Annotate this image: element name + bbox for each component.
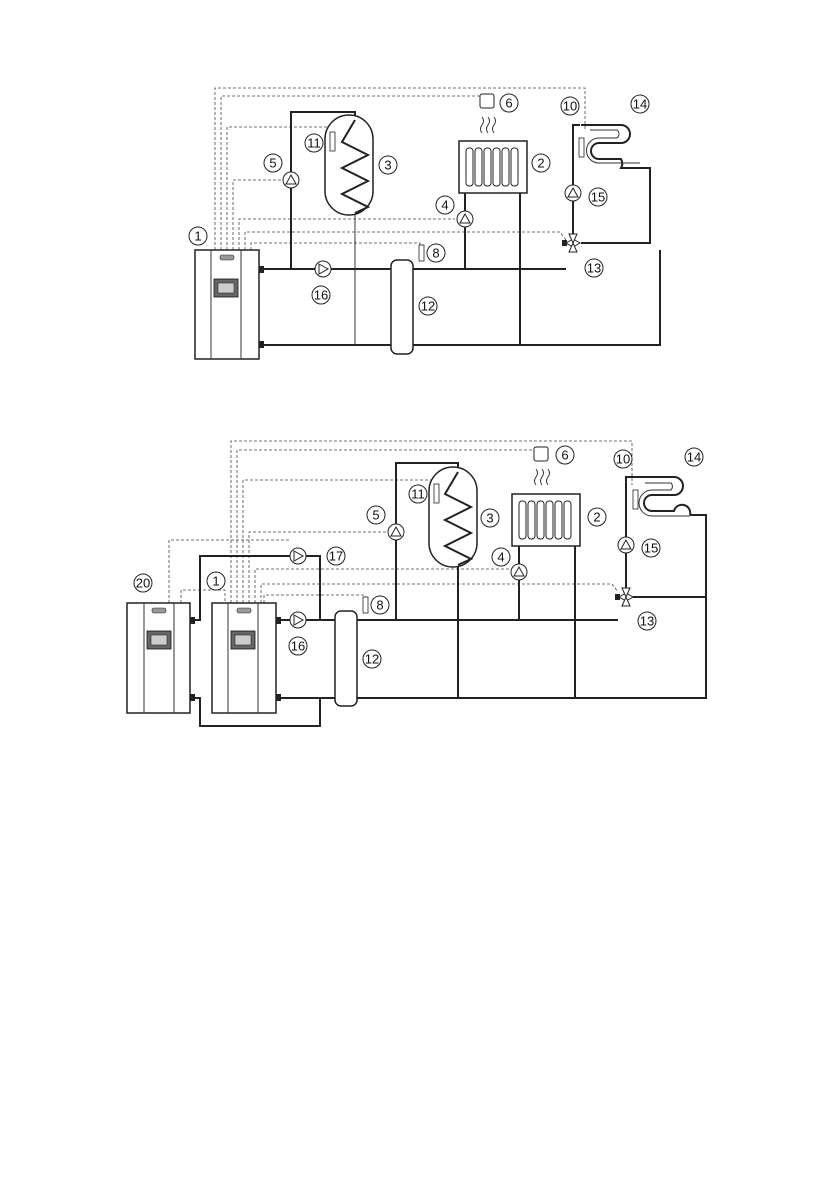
svg-text:1: 1 bbox=[212, 574, 219, 589]
hydraulic-separator bbox=[334, 610, 358, 707]
hydraulic-separator bbox=[390, 259, 414, 355]
svg-text:8: 8 bbox=[432, 246, 439, 261]
label-11: 11 bbox=[304, 133, 324, 153]
label-1: 1 bbox=[188, 226, 208, 246]
svg-text:10: 10 bbox=[616, 452, 630, 467]
label-2: 2 bbox=[531, 153, 551, 173]
label-15: 15 bbox=[641, 538, 661, 558]
label-14: 14 bbox=[630, 94, 650, 114]
pump-icon bbox=[456, 210, 474, 228]
label-17: 17 bbox=[326, 546, 346, 566]
svg-text:11: 11 bbox=[411, 487, 425, 502]
svg-text:17: 17 bbox=[329, 549, 343, 564]
outdoor-sensor-icon bbox=[533, 446, 549, 462]
svg-text:12: 12 bbox=[365, 652, 379, 667]
label-16: 16 bbox=[288, 636, 308, 656]
label-5: 5 bbox=[366, 505, 386, 525]
second-boiler bbox=[126, 602, 195, 714]
flow-sensor-icon bbox=[362, 596, 369, 614]
diagram-1: 1 2 3 4 5 6 8 10 11 12 13 14 15 16 bbox=[188, 87, 661, 360]
svg-text:16: 16 bbox=[314, 288, 328, 303]
svg-text:5: 5 bbox=[269, 156, 276, 171]
svg-text:20: 20 bbox=[136, 576, 150, 591]
label-5: 5 bbox=[263, 153, 283, 173]
svg-text:15: 15 bbox=[591, 190, 605, 205]
outdoor-sensor-icon bbox=[479, 93, 495, 109]
svg-text:4: 4 bbox=[441, 198, 448, 213]
pump-icon bbox=[282, 171, 300, 189]
pipes bbox=[264, 111, 661, 346]
pump-icon bbox=[314, 260, 332, 278]
pump-icon bbox=[289, 547, 307, 565]
label-4: 4 bbox=[491, 547, 511, 567]
label-10: 10 bbox=[560, 96, 580, 116]
diagram-2: 1 2 3 4 5 6 8 10 11 12 13 14 15 16 17 20 bbox=[126, 440, 707, 727]
svg-text:3: 3 bbox=[486, 511, 493, 526]
pump-icon bbox=[387, 523, 405, 541]
mixing-valve-icon bbox=[562, 233, 582, 253]
floor-heating bbox=[578, 124, 640, 169]
pump-icon bbox=[564, 184, 582, 202]
flow-sensor-icon bbox=[418, 244, 425, 262]
label-20: 20 bbox=[133, 573, 153, 593]
label-8: 8 bbox=[370, 595, 390, 615]
svg-text:13: 13 bbox=[640, 614, 654, 629]
pump-icon bbox=[289, 611, 307, 629]
floor-heating bbox=[632, 476, 692, 517]
svg-text:4: 4 bbox=[497, 550, 504, 565]
svg-text:12: 12 bbox=[421, 299, 435, 314]
label-11: 11 bbox=[408, 484, 428, 504]
svg-text:16: 16 bbox=[291, 639, 305, 654]
pump-icon bbox=[617, 536, 635, 554]
label-1: 1 bbox=[206, 571, 226, 591]
radiator bbox=[511, 468, 581, 547]
svg-text:6: 6 bbox=[561, 448, 568, 463]
dhw-tank bbox=[428, 466, 478, 568]
svg-text:2: 2 bbox=[593, 510, 600, 525]
svg-text:13: 13 bbox=[587, 261, 601, 276]
svg-text:11: 11 bbox=[307, 136, 321, 151]
boiler bbox=[211, 602, 281, 714]
svg-text:15: 15 bbox=[644, 541, 658, 556]
boiler bbox=[194, 249, 264, 360]
label-3: 3 bbox=[480, 508, 500, 528]
svg-text:2: 2 bbox=[537, 156, 544, 171]
mixing-valve-icon bbox=[615, 587, 635, 607]
svg-text:8: 8 bbox=[376, 598, 383, 613]
label-13: 13 bbox=[584, 258, 604, 278]
label-4: 4 bbox=[435, 195, 455, 215]
label-12: 12 bbox=[362, 649, 382, 669]
svg-text:3: 3 bbox=[384, 158, 391, 173]
label-3: 3 bbox=[378, 155, 398, 175]
radiator bbox=[458, 116, 528, 194]
label-10: 10 bbox=[613, 449, 633, 469]
label-14: 14 bbox=[684, 447, 704, 467]
label-13: 13 bbox=[637, 611, 657, 631]
label-8: 8 bbox=[426, 243, 446, 263]
label-12: 12 bbox=[418, 296, 438, 316]
label-15: 15 bbox=[588, 187, 608, 207]
svg-text:10: 10 bbox=[563, 99, 577, 114]
svg-text:1: 1 bbox=[194, 229, 201, 244]
dhw-tank bbox=[324, 114, 374, 216]
svg-text:14: 14 bbox=[687, 450, 701, 465]
svg-text:5: 5 bbox=[372, 508, 379, 523]
svg-text:14: 14 bbox=[633, 97, 647, 112]
label-2: 2 bbox=[587, 507, 607, 527]
svg-text:6: 6 bbox=[505, 96, 512, 111]
label-16: 16 bbox=[311, 285, 331, 305]
label-6: 6 bbox=[555, 445, 575, 465]
label-6: 6 bbox=[499, 93, 519, 113]
pump-icon bbox=[510, 563, 528, 581]
